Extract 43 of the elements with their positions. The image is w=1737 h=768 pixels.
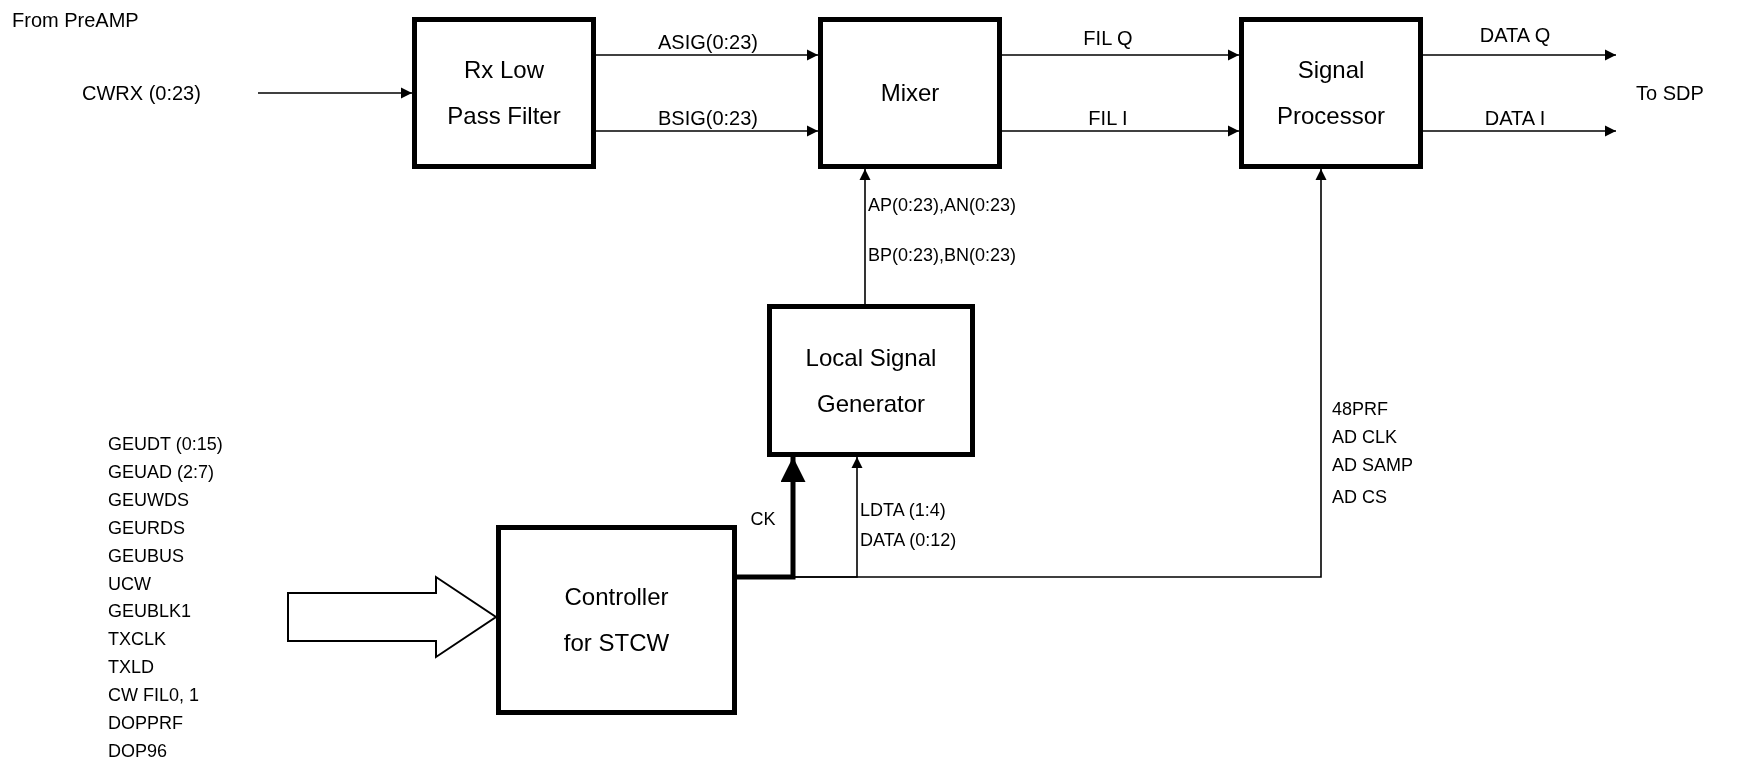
signal-name: AD CLK xyxy=(1332,426,1398,448)
arrow xyxy=(737,457,806,580)
signal-name: GEUAD (2:7) xyxy=(108,460,215,484)
signal-name: AD SAMP xyxy=(1332,454,1414,476)
arrow xyxy=(1422,49,1617,61)
block-label: Mixer xyxy=(880,78,940,108)
processor-box xyxy=(1239,17,1423,169)
mixer-box xyxy=(818,17,1002,169)
signal-name: DATA (0:12) xyxy=(860,529,957,551)
signal-name: CWRX (0:23) xyxy=(82,81,201,106)
filter-box xyxy=(412,17,596,169)
signal-name: To SDP xyxy=(1636,81,1704,106)
block-label: Rx Low Pass Filter xyxy=(446,55,562,131)
signal-name: AP(0:23),AN(0:23) xyxy=(868,194,1017,216)
signal-name: 48PRF xyxy=(1332,398,1389,420)
signal-name: BP(0:23),BN(0:23) xyxy=(868,244,1017,266)
arrow xyxy=(859,168,871,305)
signal-name: TXLD xyxy=(108,656,154,680)
signal-name: GEURDS xyxy=(108,516,185,540)
generator-box xyxy=(767,304,975,457)
block-label: Local Signal Generator xyxy=(804,342,938,419)
signal-name: GEUDT (0:15) xyxy=(108,433,223,456)
signal-name: CW FIL0, 1 xyxy=(108,684,200,708)
signal-name: AD CS xyxy=(1332,486,1387,508)
signal-name: UCW xyxy=(108,572,151,596)
arrow xyxy=(1001,49,1240,61)
signal-name: GEUBUS xyxy=(108,544,185,568)
signal-name: GEUWDS xyxy=(108,488,189,512)
controller-box xyxy=(496,525,737,715)
signal-name: GEUBLK1 xyxy=(108,600,192,624)
signal-name: LDTA (1:4) xyxy=(860,499,946,521)
arrow xyxy=(257,87,413,99)
signal-name: DOP96 xyxy=(108,739,168,763)
signal-name: DOPPRF xyxy=(108,712,183,736)
arrow xyxy=(1422,125,1617,137)
arrow xyxy=(1001,125,1240,137)
signal-name: TXCLK xyxy=(108,628,167,652)
arrow xyxy=(595,49,819,61)
block-label: Controller for STCW xyxy=(562,582,671,658)
block-label: Signal Processor xyxy=(1275,55,1386,131)
hollow-arrow xyxy=(287,575,498,659)
arrow xyxy=(595,125,819,137)
source-note: From PreAMP xyxy=(12,8,139,32)
